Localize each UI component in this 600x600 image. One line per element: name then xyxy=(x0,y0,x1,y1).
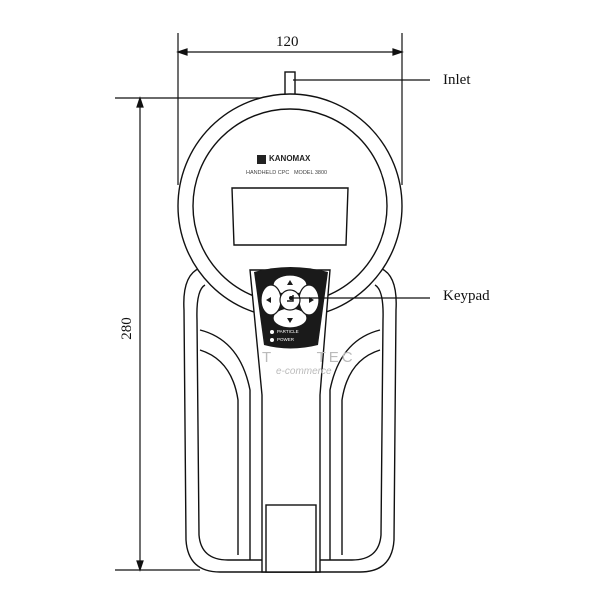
particle-led-label: PARTICLE xyxy=(277,329,299,334)
height-label: 280 xyxy=(118,317,135,340)
device-head xyxy=(177,71,403,319)
display-screen xyxy=(231,187,349,246)
watermark: T TEC e-commerce xyxy=(262,349,356,378)
power-led-label: POWER xyxy=(277,337,295,342)
model-text: HANDHELD CPC MODEL 3800 xyxy=(246,170,328,176)
watermark-line2: e-commerce xyxy=(276,366,332,377)
keypad-callout: Keypad xyxy=(443,288,490,304)
keypad xyxy=(254,267,328,349)
brand-logo-text: KANOMAX xyxy=(269,154,311,163)
height-dimension xyxy=(115,96,262,572)
enter-key xyxy=(279,289,301,311)
width-dimension xyxy=(176,33,404,185)
watermark-line1: T TEC xyxy=(262,349,356,366)
width-label: 120 xyxy=(276,34,299,50)
inlet-callout: Inlet xyxy=(443,72,471,88)
